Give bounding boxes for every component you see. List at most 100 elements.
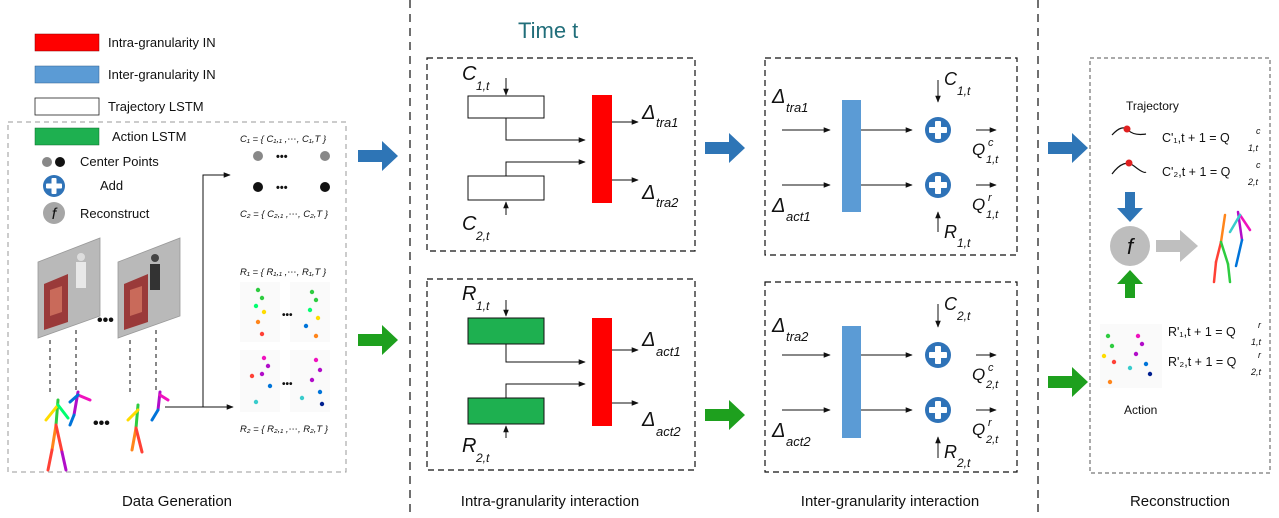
legend: Intra-granularity IN Inter-granularity I… [34, 33, 216, 116]
c2t-subscript: 2,t [475, 229, 490, 243]
intra-in-top [592, 95, 612, 203]
delta-symbol: Δ [641, 409, 655, 431]
flow-arrow-green-2 [705, 400, 745, 430]
action-lstm-1 [467, 317, 545, 345]
delta-symbol: Δ [771, 195, 785, 217]
skeleton-first-frame [44, 390, 92, 472]
inter-q2-subscript: 2,t [985, 434, 999, 446]
inter-delta-act1: act1 [786, 209, 811, 224]
intra-trajectory-panel [426, 57, 696, 252]
recon-arrow-up-green [1117, 270, 1143, 298]
delta-symbol: Δ [771, 315, 785, 337]
video-frame-first [37, 237, 101, 339]
arrow-lstm2-to-in [505, 159, 586, 176]
c2-sequence: C₂ = { C₂,₁ ,⋯, C₂,T } [240, 209, 329, 220]
recon-r2-superscript: r [1258, 350, 1262, 360]
skeleton-ellipsis: ••• [93, 415, 110, 432]
recon-r1-superscript: r [1258, 320, 1262, 330]
delta-symbol: Δ [641, 329, 655, 351]
recon-r2-subscript: 2,t [1250, 367, 1262, 377]
legend-center-points-label: Center Points [80, 154, 159, 169]
flow-arrow-blue-3 [1048, 133, 1088, 163]
recon-trajectory-curve-2 [1111, 162, 1147, 175]
add-icon [43, 175, 65, 197]
legend-inter-label: Inter-granularity IN [108, 67, 216, 82]
flow-arrow-blue-2 [705, 133, 745, 163]
recon-output-skeleton [1212, 210, 1252, 284]
recon-c2-equation: C'₂,t + 1 = Q [1162, 165, 1231, 179]
r1t-symbol: R [462, 283, 476, 305]
center-point-grey-icon [42, 157, 52, 167]
inter-bottom-panel [764, 281, 1018, 473]
flow-arrow-green-3 [1048, 367, 1088, 397]
data-generation-panel [7, 121, 347, 473]
add-icon [925, 117, 951, 143]
recon-r2-equation: R'₂,t + 1 = Q [1168, 355, 1237, 369]
add-icon [925, 172, 951, 198]
c1-sequence: C₁ = { C₁,₁ ,⋯, C₁,T } [240, 134, 327, 145]
c1-end-point [320, 151, 330, 161]
c1t-symbol: C [462, 63, 477, 85]
flow-arrow-green-1 [358, 325, 398, 355]
legend-intra-label: Intra-granularity IN [108, 35, 216, 50]
arrow-action-lstm1-to-in [505, 344, 586, 365]
intra-action-panel [426, 278, 696, 471]
intra-caption: Intra-granularity interaction [461, 493, 639, 510]
arrow-lstm1-to-in [505, 118, 586, 143]
data-gen-branch-line [165, 172, 231, 408]
inter-r-symbol: R [944, 222, 957, 242]
delta-tra2-subscript: tra2 [656, 195, 679, 210]
action-lstm-2 [467, 397, 545, 425]
r2t-subscript: 2,t [475, 451, 490, 465]
delta-act2-subscript: act2 [656, 424, 681, 439]
frames-ellipsis: ••• [97, 312, 114, 329]
c2-ellipsis: ••• [276, 182, 288, 194]
recon-r1-equation: R'₁,t + 1 = Q [1168, 325, 1236, 339]
r1t-subscript: 1,t [476, 299, 490, 313]
r1-sequence: R₁ = { R₁,₁ ,⋯, R₁,T } [240, 267, 327, 278]
inter-q2c-superscript: c [988, 362, 994, 374]
c2-start-point [253, 182, 263, 192]
recon-c2-superscript: c [1256, 160, 1261, 170]
delta-symbol: Δ [771, 86, 785, 108]
recon-r1-subscript: 1,t [1251, 337, 1262, 347]
skeleton-last-frame [126, 390, 170, 454]
r2-sequence: R₂ = { R₂,₁ ,⋯, R₂,T } [240, 424, 329, 435]
recon-trajectory-point-1 [1123, 125, 1131, 133]
inter-r1-subscript: 1,t [957, 236, 971, 250]
add-icon [925, 397, 951, 423]
inter-q-symbol: Q [972, 365, 985, 384]
inter-q1c-superscript: c [988, 137, 994, 149]
reconstruct-icon: f [43, 202, 65, 224]
svg-text:f: f [52, 206, 58, 223]
recon-c1-equation: C'₁,t + 1 = Q [1162, 131, 1230, 145]
r2-skeleton-points [240, 350, 330, 412]
recon-action-label: Action [1124, 403, 1157, 417]
inter-r2-subscript: 2,t [956, 456, 971, 470]
r2-ellipsis: ••• [282, 379, 293, 390]
inter-caption: Inter-granularity interaction [801, 493, 979, 510]
c2t-symbol: C [462, 213, 477, 235]
inter-q2r-superscript: r [988, 417, 993, 429]
reconstruction-panel [1089, 57, 1271, 474]
inter-delta-act2: act2 [786, 434, 811, 449]
legend-add-label: Add [100, 178, 123, 193]
recon-c1-subscript: 1,t [1248, 143, 1259, 153]
legend-intra-swatch [34, 33, 100, 52]
inter-in-bottom [842, 326, 861, 438]
flow-arrow-blue-1 [358, 141, 398, 171]
inter-delta-tra1: tra1 [786, 100, 808, 115]
inter-delta-tra2: tra2 [786, 329, 809, 344]
inter-q-symbol: Q [972, 140, 985, 159]
inter-c-symbol: C [944, 294, 958, 314]
recon-c1-superscript: c [1256, 126, 1261, 136]
recon-arrow-down-blue [1117, 192, 1143, 222]
inter-q1r-superscript: r [988, 192, 993, 204]
legend-trajectory-swatch [34, 97, 100, 116]
legend-inter-swatch [34, 65, 100, 84]
add-icon [925, 342, 951, 368]
delta-symbol: Δ [771, 420, 785, 442]
c1-start-point [253, 151, 263, 161]
inter-c-symbol: C [944, 69, 958, 89]
